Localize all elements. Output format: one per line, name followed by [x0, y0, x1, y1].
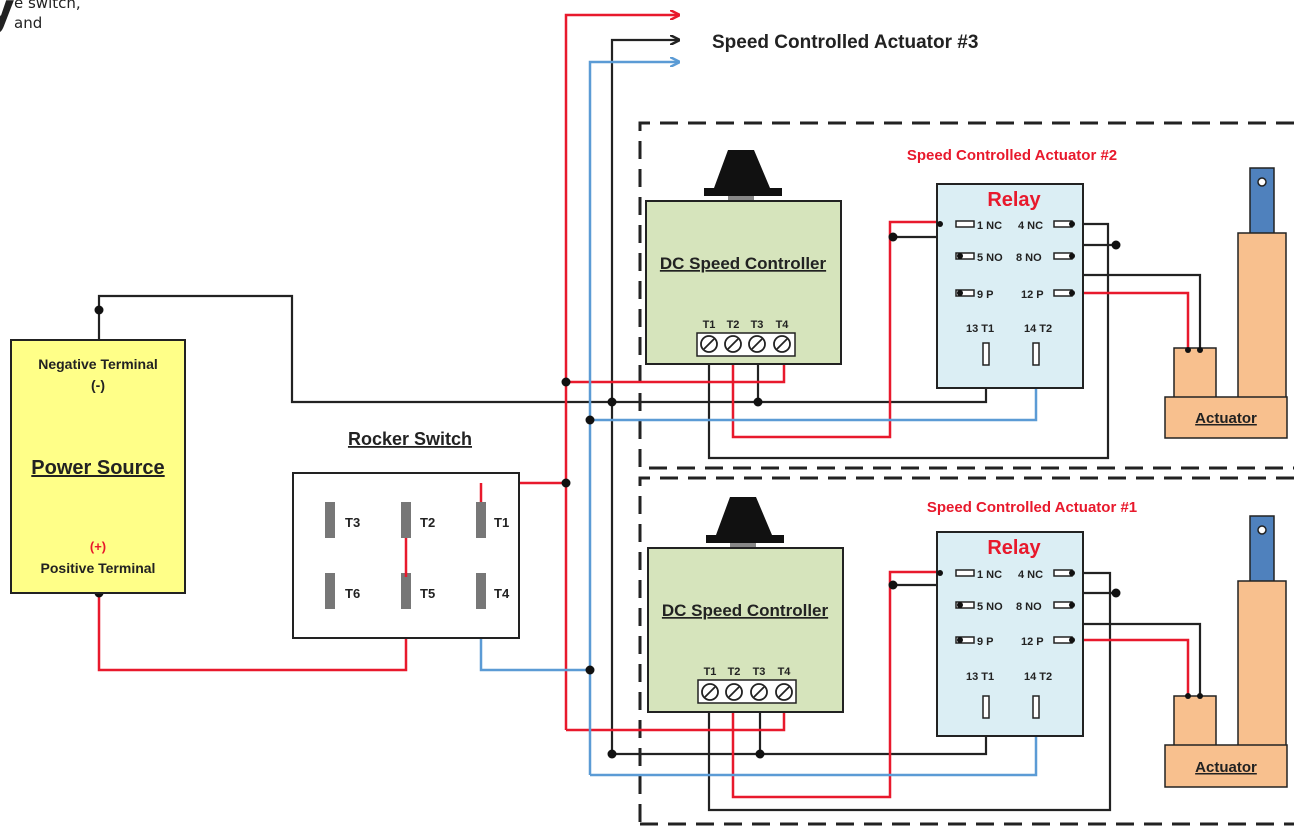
relay-1-title: Relay: [987, 537, 1041, 559]
rocker-label-t2: T2: [420, 515, 435, 530]
relay-2-pin-5no: 5 NO: [977, 252, 1003, 264]
rocker-switch-title: Rocker Switch: [348, 429, 472, 449]
relay-2-pin-13t1: 13 T1: [966, 323, 994, 335]
rocker-terminal-t4: [476, 573, 486, 609]
rocker-terminal-t3: [325, 502, 335, 538]
screw-terminal-icons: [700, 335, 791, 353]
controller-2-label-t4: T4: [776, 319, 790, 331]
cropped-text-line-1: e switch,: [14, 0, 81, 12]
controller-2-label-t3: T3: [751, 319, 764, 331]
relay-1-pin-4nc: 4 NC: [1018, 569, 1043, 581]
cropped-heading-fragment: y: [0, 0, 15, 35]
linear-actuator-2: Actuator: [1164, 167, 1288, 439]
relay-2-pin-9p: 9 P: [977, 289, 994, 301]
controller-2-label-t2: T2: [727, 319, 740, 331]
rocker-switch: Rocker Switch T3 T2 T1 T6 T5 T4: [292, 429, 520, 639]
rocker-label-t4: T4: [494, 586, 510, 601]
linear-actuator-1: Actuator: [1164, 515, 1288, 788]
positive-sign: (+): [90, 539, 106, 554]
relay-1-pin-13t1: 13 T1: [966, 671, 994, 683]
rocker-terminal-t6: [325, 573, 335, 609]
controller-1-label-t1: T1: [704, 666, 717, 678]
speed-knob-icon: [706, 497, 784, 543]
relay-2-pin-8no: 8 NO: [1016, 252, 1042, 264]
module-2: Speed Controlled Actuator #2 DC Speed Co…: [645, 147, 1288, 439]
relay-1-pin-1nc: 1 NC: [977, 569, 1002, 581]
relay-2-pin-12p: 12 P: [1021, 289, 1044, 301]
module-frame-2: [638, 121, 1294, 470]
module-1-title: Speed Controlled Actuator #1: [927, 499, 1137, 516]
controller-1-label-t2: T2: [728, 666, 741, 678]
controller-2-label-t1: T1: [703, 319, 716, 331]
module-2-title: Speed Controlled Actuator #2: [907, 147, 1117, 164]
negative-terminal-label: Negative Terminal: [38, 356, 158, 372]
relay-1-pin-9p: 9 P: [977, 636, 994, 648]
power-source-title: Power Source: [31, 457, 164, 479]
module-frame-1: [638, 476, 1294, 827]
screw-terminal-icons: [701, 683, 793, 701]
actuator-1-label: Actuator: [1195, 759, 1257, 776]
rocker-terminal-t5: [401, 573, 411, 609]
cropped-text-line-2: and: [14, 14, 43, 32]
positive-terminal-label: Positive Terminal: [41, 560, 156, 576]
relay-2-pin-1nc: 1 NC: [977, 220, 1002, 232]
rocker-label-t5: T5: [420, 586, 435, 601]
rocker-label-t3: T3: [345, 515, 360, 530]
relay-2-pin-14t2: 14 T2: [1024, 323, 1052, 335]
relay-1-pin-12p: 12 P: [1021, 636, 1044, 648]
controller-1-label-t4: T4: [778, 666, 792, 678]
actuator-2-label: Actuator: [1195, 410, 1257, 427]
rocker-label-t1: T1: [494, 515, 509, 530]
relay-1-pin-8no: 8 NO: [1016, 601, 1042, 613]
rocker-terminal-t1: [476, 502, 486, 538]
controller-1-title: DC Speed Controller: [662, 601, 829, 620]
relay-2-title: Relay: [987, 189, 1041, 211]
controller-1-label-t3: T3: [753, 666, 766, 678]
negative-sign: (-): [91, 377, 105, 393]
relay-1: [936, 531, 1084, 737]
pin-dots: [937, 221, 1203, 699]
speed-knob-icon: [704, 150, 782, 196]
relay-1-pin-5no: 5 NO: [977, 601, 1003, 613]
rocker-label-t6: T6: [345, 586, 360, 601]
relay-1-pin-14t2: 14 T2: [1024, 671, 1052, 683]
power-source: Negative Terminal (-) Power Source (+) P…: [10, 339, 186, 594]
module-1: Speed Controlled Actuator #1 DC Speed Co…: [647, 497, 1288, 788]
actuator-3-label: Speed Controlled Actuator #3: [712, 32, 978, 53]
rocker-terminal-t2: [401, 502, 411, 538]
relay-2: [936, 183, 1084, 389]
relay-2-pin-4nc: 4 NC: [1018, 220, 1043, 232]
controller-2-title: DC Speed Controller: [660, 254, 827, 273]
